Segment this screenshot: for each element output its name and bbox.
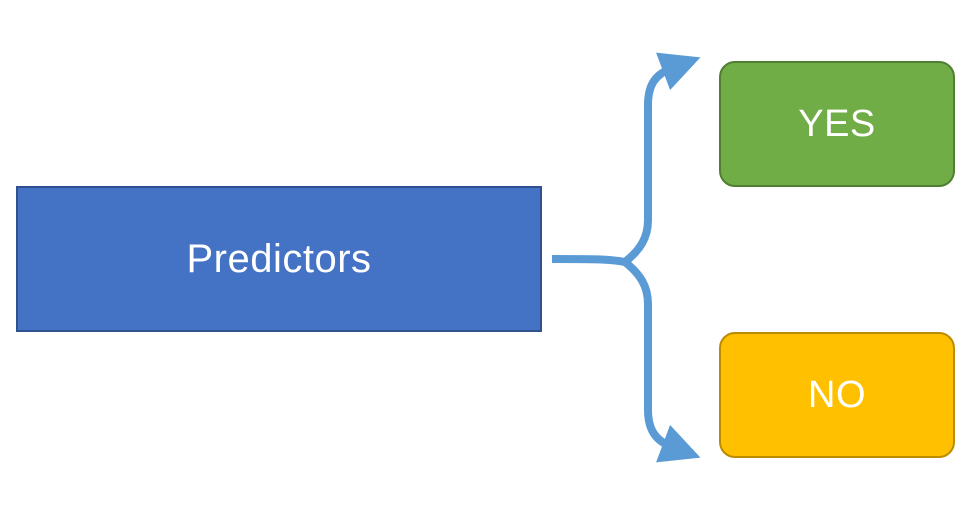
no-node: NO (719, 332, 955, 458)
no-label: NO (808, 373, 866, 416)
predictors-label: Predictors (186, 236, 372, 281)
connector-branch-no (622, 258, 701, 463)
yes-node: YES (719, 61, 955, 187)
connector-stem (551, 255, 626, 266)
connector-branch-yes (622, 52, 701, 266)
yes-label: YES (798, 102, 876, 145)
predictors-node: Predictors (16, 186, 542, 332)
